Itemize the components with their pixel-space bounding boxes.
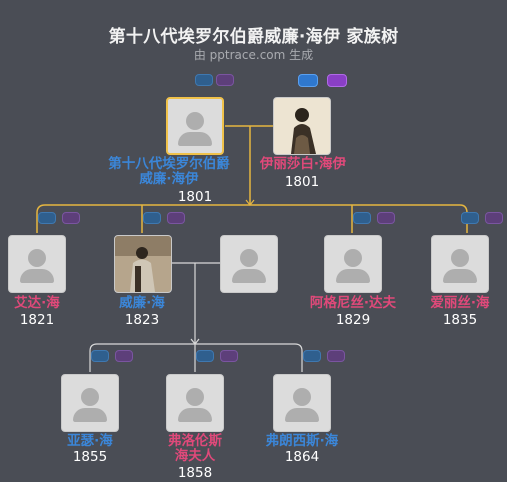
person-year-c1: 1821 xyxy=(19,312,55,328)
father-toggle[interactable] xyxy=(353,212,371,224)
page-title: 第十八代埃罗尔伯爵威廉·海伊 家族树 xyxy=(108,27,399,47)
person-placeholder-body xyxy=(443,269,477,283)
person-placeholder-icon xyxy=(186,112,204,130)
person-card-c2s[interactable] xyxy=(220,235,278,293)
portrait-photo xyxy=(115,236,171,292)
person-placeholder-body xyxy=(73,408,107,422)
person-card-g2[interactable] xyxy=(166,374,224,432)
person-placeholder-icon xyxy=(186,388,204,406)
mother-toggle[interactable] xyxy=(167,212,185,224)
person-card-c1[interactable] xyxy=(8,235,66,293)
branch-mark-1 xyxy=(245,199,255,206)
grandchildren-link xyxy=(89,263,303,372)
father-toggle[interactable] xyxy=(91,350,109,362)
mother-toggle[interactable] xyxy=(327,74,347,87)
person-card-g1[interactable] xyxy=(61,374,119,432)
person-name-g2: 弗洛伦斯 海夫人 xyxy=(168,433,222,464)
person-name-p1: 第十八代埃罗尔伯爵威廉·海伊 xyxy=(108,156,230,187)
portrait-photo xyxy=(274,98,330,154)
person-placeholder-icon xyxy=(293,388,311,406)
person-name-c2: 威廉·海 xyxy=(119,295,165,311)
mother-toggle[interactable] xyxy=(377,212,395,224)
person-placeholder-body xyxy=(178,132,212,146)
person-card-p1[interactable] xyxy=(166,97,224,155)
mother-toggle[interactable] xyxy=(216,74,234,86)
person-card-c4[interactable] xyxy=(431,235,489,293)
page-subtitle: 由 pptrace.com 生成 xyxy=(193,48,314,62)
person-year-p1: 1801 xyxy=(177,189,213,205)
mother-toggle[interactable] xyxy=(115,350,133,362)
father-toggle[interactable] xyxy=(195,74,213,86)
father-toggle[interactable] xyxy=(298,74,318,87)
person-placeholder-body xyxy=(336,269,370,283)
person-name-c3: 阿格尼丝·达夫 xyxy=(309,295,397,311)
mother-toggle[interactable] xyxy=(485,212,503,224)
person-name-c1: 艾达·海 xyxy=(14,295,60,311)
person-year-c2: 1823 xyxy=(124,312,160,328)
person-placeholder-icon xyxy=(81,388,99,406)
person-year-g3: 1864 xyxy=(284,449,320,465)
person-placeholder-body xyxy=(178,408,212,422)
father-toggle[interactable] xyxy=(303,350,321,362)
person-card-g3[interactable] xyxy=(273,374,331,432)
person-year-g2: 1858 xyxy=(177,465,213,481)
person-year-c4: 1835 xyxy=(442,312,478,328)
person-name-g1: 亚瑟·海 xyxy=(67,433,113,449)
father-toggle[interactable] xyxy=(38,212,56,224)
person-placeholder-icon xyxy=(451,249,469,267)
person-placeholder-body xyxy=(285,408,319,422)
person-placeholder-body xyxy=(20,269,54,283)
person-card-c2[interactable] xyxy=(114,235,172,293)
branch-mark-2 xyxy=(190,338,200,345)
person-year-p2: 1801 xyxy=(284,174,320,190)
person-card-c3[interactable] xyxy=(324,235,382,293)
person-name-c4: 爱丽丝·海 xyxy=(430,295,490,311)
father-toggle[interactable] xyxy=(143,212,161,224)
person-placeholder-icon xyxy=(240,249,258,267)
person-name-p2: 伊丽莎白·海伊 xyxy=(259,156,347,172)
father-toggle[interactable] xyxy=(196,350,214,362)
person-placeholder-icon xyxy=(344,249,362,267)
person-year-c3: 1829 xyxy=(335,312,371,328)
father-toggle[interactable] xyxy=(461,212,479,224)
person-year-g1: 1855 xyxy=(72,449,108,465)
mother-toggle[interactable] xyxy=(62,212,80,224)
person-placeholder-icon xyxy=(28,249,46,267)
mother-toggle[interactable] xyxy=(220,350,238,362)
children-link xyxy=(36,126,468,233)
person-card-p2[interactable] xyxy=(273,97,331,155)
person-name-g3: 弗朗西斯·海 xyxy=(265,433,339,449)
person-placeholder-body xyxy=(232,269,266,283)
mother-toggle[interactable] xyxy=(327,350,345,362)
